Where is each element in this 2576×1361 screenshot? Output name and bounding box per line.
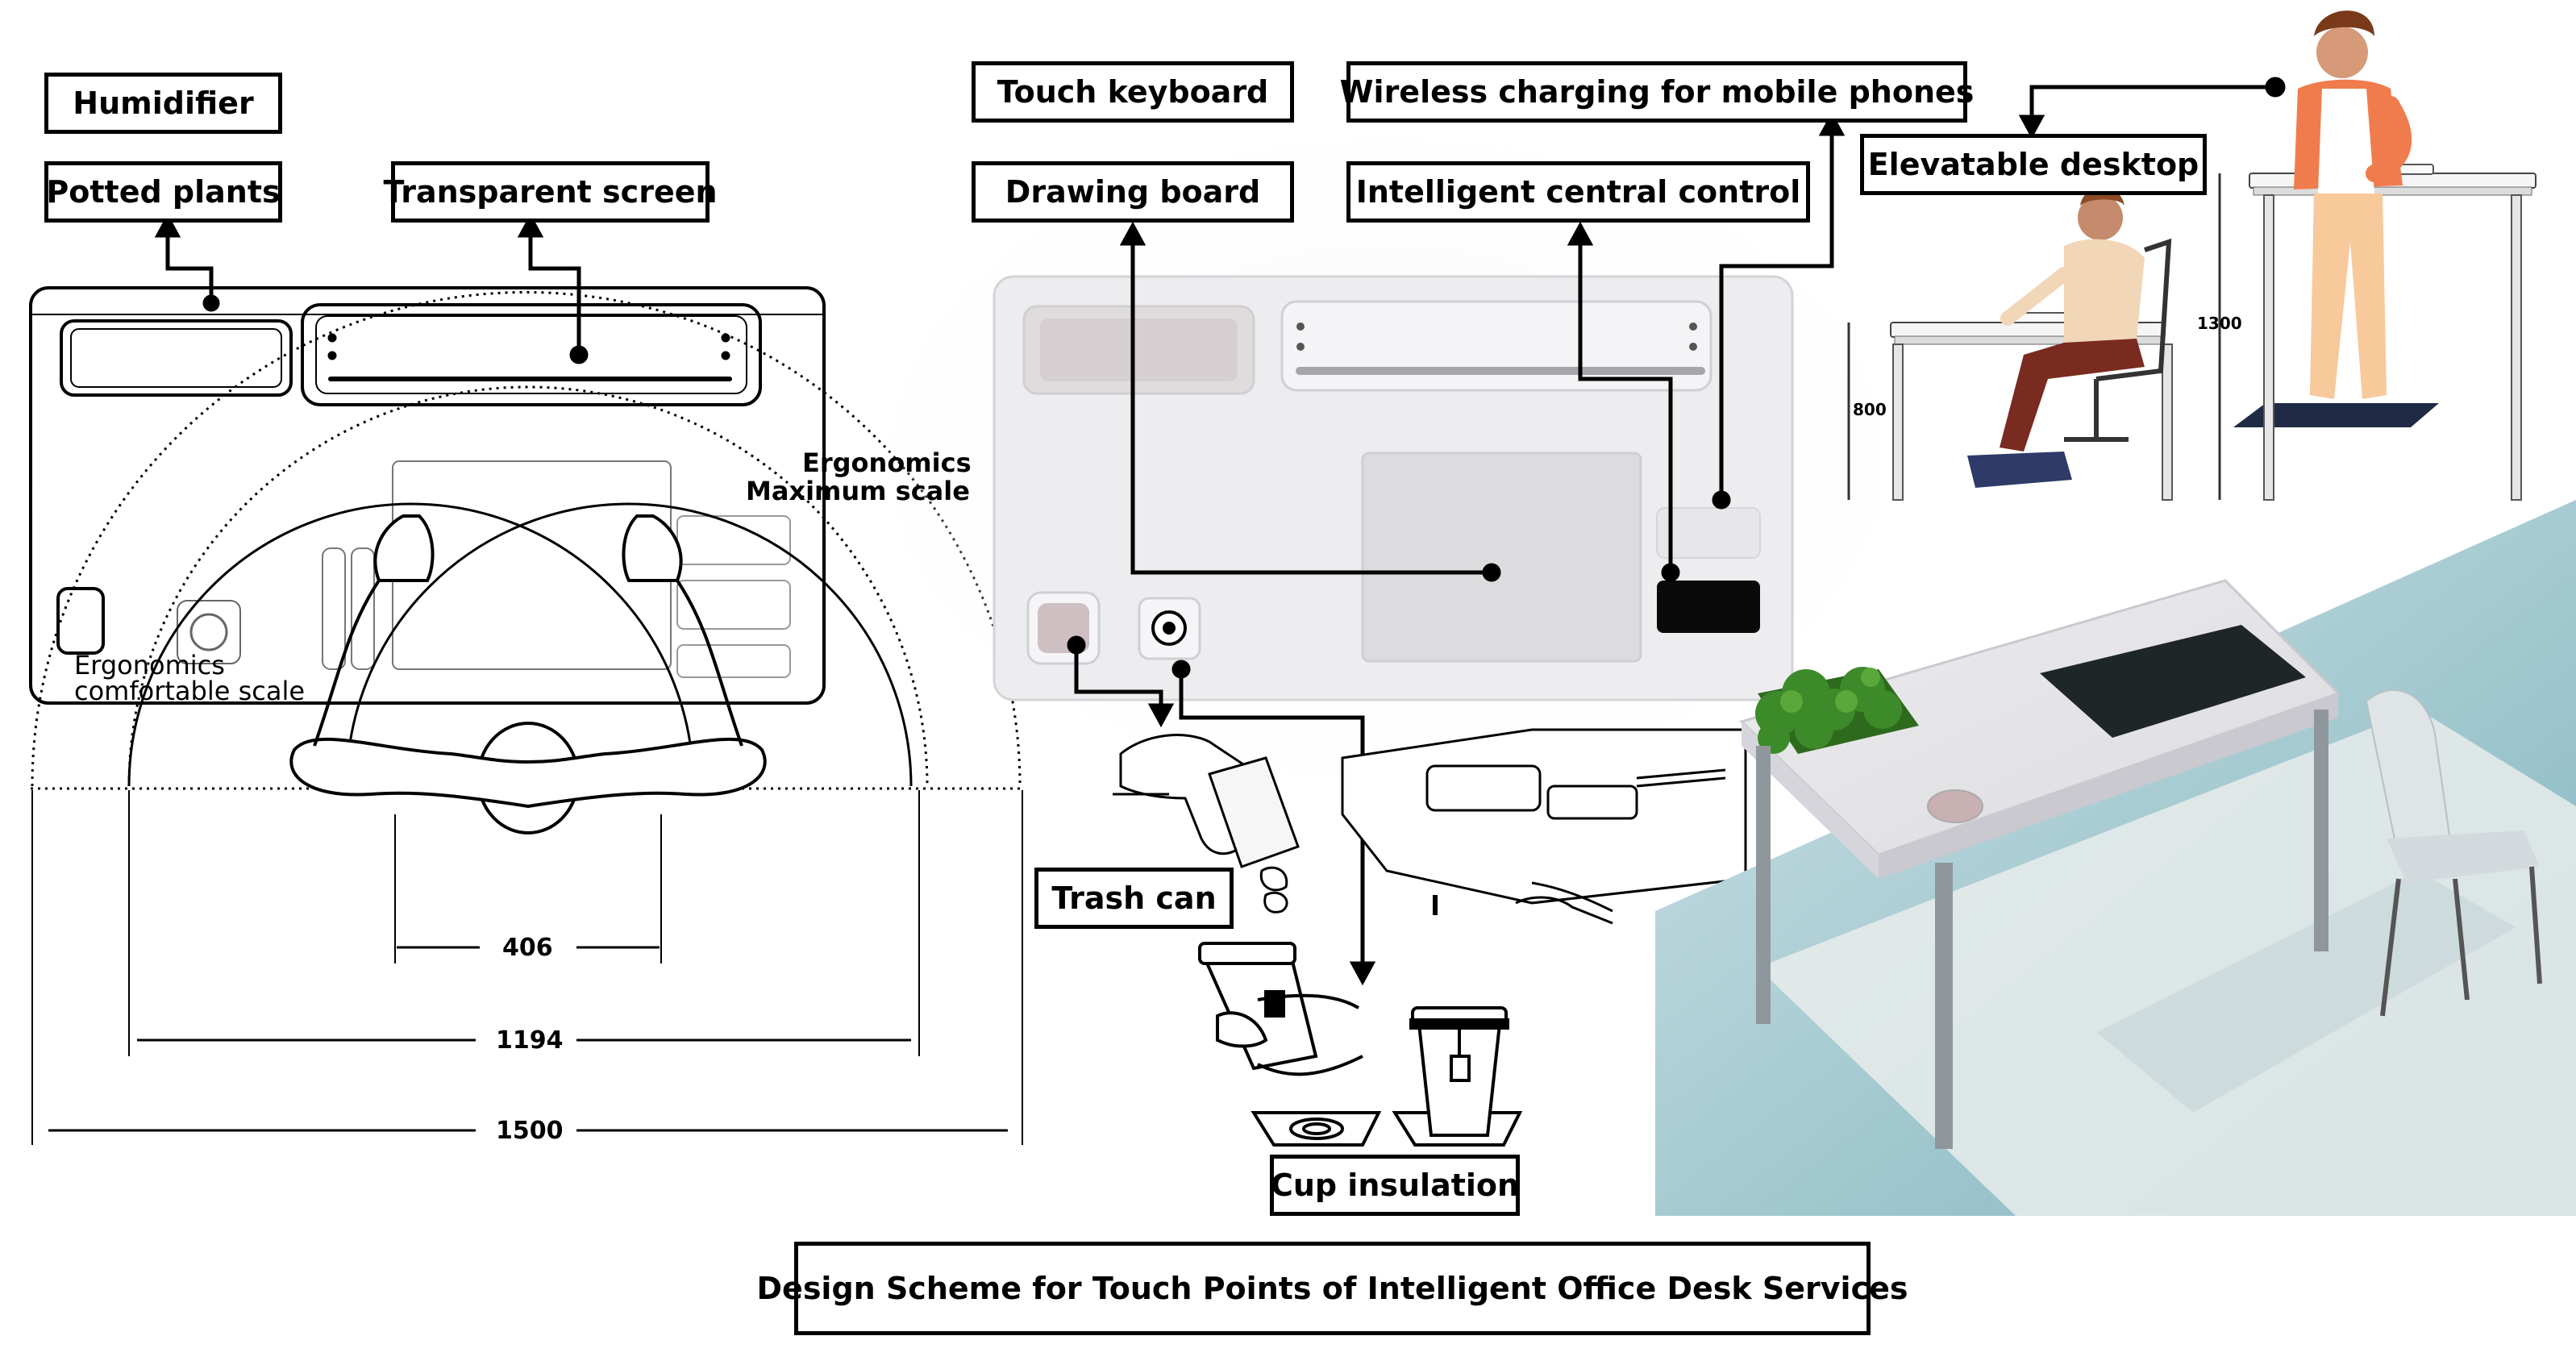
sit-stand-illustration [1847, 10, 2536, 501]
dimension-stand-height: 1300 [2197, 314, 2242, 333]
trash-sketch [1113, 734, 1300, 914]
dimension-shoulder: 406 [502, 934, 553, 962]
label-trash-can: Trash can [1034, 868, 1234, 929]
label-touch-keyboard: Touch keyboard [972, 61, 1294, 123]
label-humidifier: Humidifier [44, 73, 282, 134]
desk-underside-sketch [1341, 728, 1747, 925]
cup-sketch [1198, 942, 1523, 1147]
caption: Design Scheme for Touch Points of Intell… [757, 1242, 1908, 1335]
desk-3d-render [1655, 500, 2576, 1216]
ergonomics-comf-line2: comfortable scale [74, 676, 306, 706]
desk-render-top [887, 137, 1887, 782]
ergonomics-comf-line1: Ergonomics [74, 650, 225, 680]
label-cup-insulation: Cup insulation [1270, 1155, 1520, 1216]
ergonomics-max-line1: Ergonomics [802, 447, 972, 478]
label-elevatable-desktop: Elevatable desktop [1860, 134, 2207, 195]
dimension-max-reach: 1500 [496, 1117, 564, 1145]
label-potted-plants: Potted plants [44, 161, 282, 223]
desk-top-view [29, 286, 1023, 1145]
ergonomics-max-line2: Maximum scale [746, 476, 970, 506]
label-transparent-screen: Transparent screen [383, 161, 718, 223]
dimension-comfort-reach: 1194 [496, 1026, 564, 1055]
label-drawing-board: Drawing board [972, 161, 1294, 223]
leader-lines-left [154, 213, 589, 364]
dimension-sit-height: 800 [1853, 400, 1887, 419]
label-intelligent-central-control: Intelligent central control [1346, 161, 1810, 223]
label-wireless-charging: Wireless charging for mobile phones [1340, 61, 1974, 123]
leader-lines-center [1067, 77, 2286, 986]
